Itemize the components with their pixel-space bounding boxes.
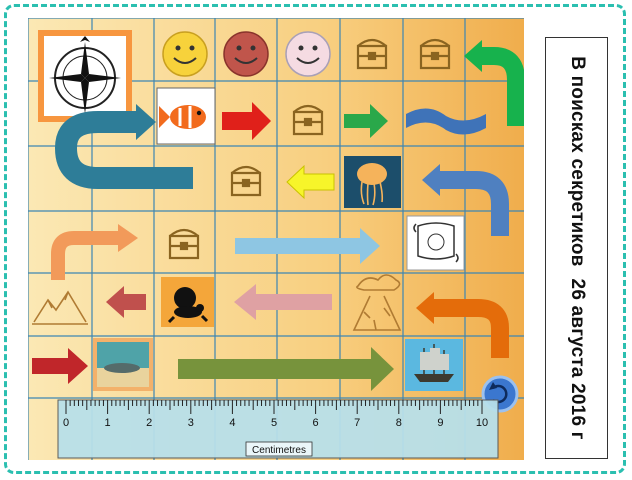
title-date: 26 августа 2016 г [566,278,588,440]
dark-orange-curved-arrow[interactable] [416,292,509,358]
ruler-tick-label: 9 [437,417,443,429]
red-arrow[interactable] [222,102,271,140]
sailing-ship-icon[interactable] [405,339,463,391]
page-title: В поисках секретиков 26 августа 2016 г [566,50,588,446]
light-blue-arrow[interactable] [235,228,380,264]
ruler-unit-label: Centimetres [252,445,306,456]
ruler-tick-label: 1 [105,417,111,429]
pink-arrow[interactable] [234,284,332,320]
map-scroll-icon[interactable] [406,215,465,271]
crimson-arrow[interactable] [32,348,88,384]
ruler-tick-label: 10 [476,417,488,429]
ruler-tick-label: 0 [63,417,69,429]
centimetre-ruler[interactable]: 0 1 2 3 4 5 6 7 8 9 10 Centimetres [57,399,499,459]
ruler-labels: 0 1 2 3 4 5 6 7 8 9 10 [63,417,488,429]
smiley-red-icon[interactable] [223,31,269,77]
treasure-chest-icon[interactable] [168,228,200,260]
ruler-tick-label: 8 [396,417,402,429]
treasure-chest-icon[interactable] [419,38,451,70]
green-curved-arrow[interactable] [464,40,524,126]
green-arrow[interactable] [344,104,388,138]
orange-curved-arrow[interactable] [51,224,138,280]
teal-u-turn-arrow[interactable] [54,104,193,189]
black-cat-icon[interactable] [161,277,214,327]
smiley-yellow-icon[interactable] [162,31,208,77]
treasure-chest-icon[interactable] [230,165,262,197]
compass-rose-icon[interactable] [38,30,132,122]
smiley-pink-icon[interactable] [285,31,331,77]
jellyfish-icon[interactable] [344,156,401,208]
submarine-icon[interactable] [93,338,153,391]
dark-red-arrow[interactable] [106,286,146,318]
dashed-frame [4,4,626,474]
blue-wave-arrow[interactable] [406,108,486,135]
treasure-chest-icon[interactable] [356,38,388,70]
fish-icon[interactable] [156,87,216,145]
ruler-tick-label: 4 [229,417,235,429]
yellow-arrow[interactable] [286,164,335,200]
title-main: В поисках секретиков [566,56,588,267]
blue-curved-arrow[interactable] [422,164,509,236]
ruler-tick-label: 7 [354,417,360,429]
volcano-icon[interactable] [352,274,402,331]
olive-arrow[interactable] [178,347,394,391]
ruler-ticks [65,400,483,414]
ruler-tick-label: 5 [271,417,277,429]
ruler-tick-label: 2 [146,417,152,429]
ruler-tick-label: 6 [313,417,319,429]
ruler-unit-box [245,441,313,457]
mountains-icon[interactable] [32,290,88,325]
game-board: 0 1 2 3 4 5 6 7 8 9 10 Centimetres [28,18,524,460]
ruler-tick-label: 3 [188,417,194,429]
title-panel: В поисках секретиков 26 августа 2016 г [545,37,608,459]
treasure-chest-icon[interactable] [292,104,324,136]
